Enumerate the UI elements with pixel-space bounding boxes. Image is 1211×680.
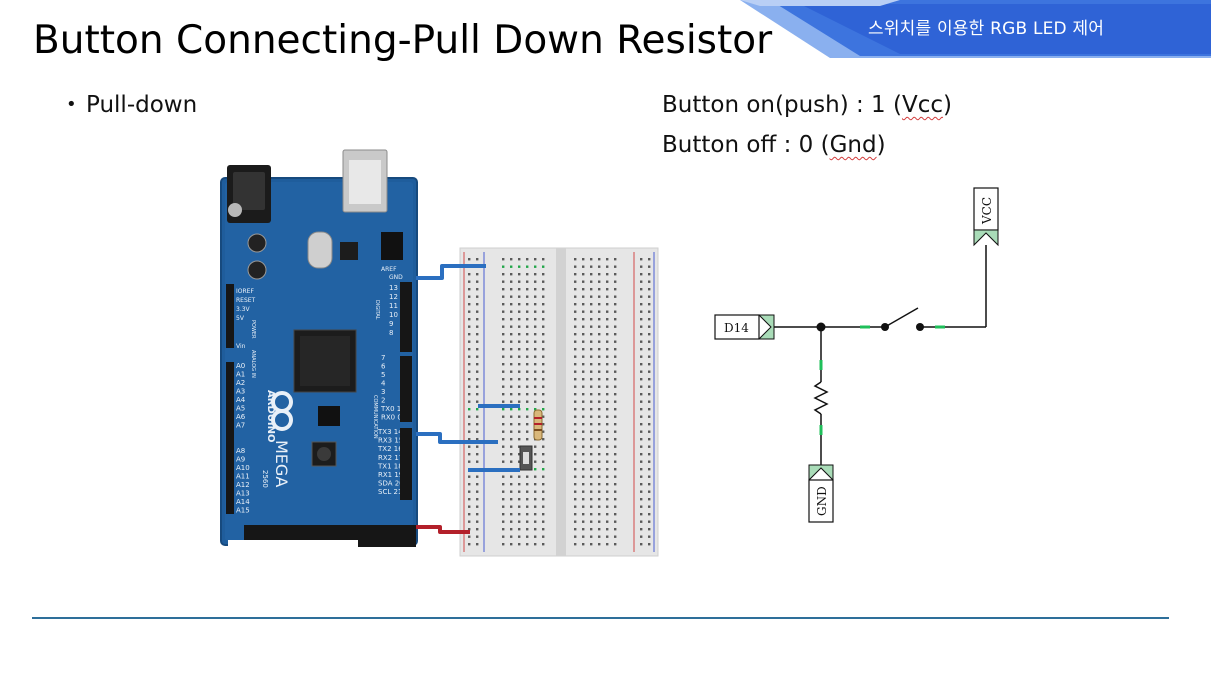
pin-label: RX2 17 bbox=[378, 454, 403, 462]
resistor-symbol bbox=[813, 381, 829, 415]
arduino-mega-board: ARDUINO MEGA 2560 AREF GND IOREF RESET 3… bbox=[220, 149, 418, 556]
pin-label: A0 bbox=[236, 362, 245, 370]
bullet-dot-icon: • bbox=[66, 94, 77, 115]
banner-subtitle: 스위치를 이용한 RGB LED 제어 bbox=[868, 19, 1105, 39]
footer-divider bbox=[32, 617, 1169, 619]
pin-label: A12 bbox=[236, 481, 250, 489]
pin-label: A4 bbox=[236, 396, 246, 404]
pin-label: 5 bbox=[381, 371, 385, 379]
pin-label: A13 bbox=[236, 490, 250, 498]
pin-label: A9 bbox=[236, 456, 245, 464]
button-on-close: ) bbox=[943, 92, 952, 118]
pin-label: A14 bbox=[236, 498, 250, 506]
pin-label: 13 bbox=[389, 284, 398, 292]
breadboard bbox=[459, 247, 659, 557]
button-off-close: ) bbox=[876, 132, 886, 158]
pin-label: 3 bbox=[381, 388, 385, 396]
switch-symbol bbox=[884, 307, 919, 328]
pin-label: A10 bbox=[236, 464, 250, 472]
jumper-wires bbox=[416, 264, 520, 534]
bullet-text: Pull-down bbox=[86, 92, 198, 118]
pin-label: 10 bbox=[389, 311, 398, 319]
pin-label: 12 bbox=[389, 293, 398, 301]
vcc-connector bbox=[973, 187, 999, 231]
pin-label: 4 bbox=[381, 380, 386, 388]
analog-in-label: ANALOG IN bbox=[250, 350, 256, 378]
button-on-value: Vcc bbox=[901, 92, 944, 118]
button-off-line: Button off : 0 (Gnd) bbox=[662, 132, 886, 158]
digital-label: DIGITAL bbox=[374, 300, 380, 320]
pin-label: A2 bbox=[236, 379, 245, 387]
vcc-label: VCC bbox=[980, 197, 994, 225]
pin-label: TX3 14 bbox=[377, 428, 403, 436]
communication-label: COMMUNICATION bbox=[372, 395, 378, 439]
header-banner bbox=[740, 0, 1211, 58]
v5-label: 5V bbox=[236, 315, 245, 322]
board-model-label: MEGA bbox=[272, 440, 291, 487]
pin-label: 2 bbox=[381, 397, 385, 405]
pin-label: RX0 0 bbox=[381, 414, 402, 422]
board-brand-label: ARDUINO bbox=[265, 390, 276, 442]
v33-label: 3.3V bbox=[236, 306, 251, 313]
pin-label: A7 bbox=[236, 422, 245, 430]
pin-label: TX1 18 bbox=[377, 462, 403, 470]
button-off-prefix: Button off : 0 ( bbox=[662, 132, 830, 158]
page-title: Button Connecting-Pull Down Resistor bbox=[33, 18, 773, 63]
gnd-connector bbox=[808, 479, 834, 523]
gnd-label: GND bbox=[389, 274, 403, 281]
pin-label: TX2 16 bbox=[377, 445, 403, 453]
pin-label: 6 bbox=[381, 363, 386, 371]
pin-label: A5 bbox=[236, 405, 245, 413]
arduino-logo-icon bbox=[271, 391, 293, 431]
reset-label: RESET bbox=[236, 297, 256, 304]
pin-label: RX3 15 bbox=[378, 437, 403, 445]
aref-label: AREF bbox=[381, 266, 397, 273]
pin-label: A3 bbox=[236, 388, 245, 396]
pin-label: 7 bbox=[381, 354, 385, 362]
d14-label: D14 bbox=[724, 321, 749, 335]
pin-label: 9 bbox=[389, 320, 393, 328]
pin-label: 11 bbox=[389, 302, 398, 310]
schematic-diagram: VCC D14 GND bbox=[714, 187, 999, 523]
pin-label: TX0 1 bbox=[380, 405, 401, 413]
board-model-number: 2560 bbox=[261, 470, 269, 488]
button-on-line: Button on(push) : 1 (Vcc) bbox=[662, 92, 952, 118]
pin-label: SCL 21 bbox=[378, 488, 402, 496]
pin-label: RX1 19 bbox=[378, 471, 403, 479]
button-on-prefix: Button on(push) : 1 ( bbox=[662, 92, 902, 118]
bullet-item: • Pull-down bbox=[66, 92, 197, 118]
d14-connector bbox=[714, 314, 760, 340]
gnd-label: GND bbox=[815, 486, 829, 516]
pin-label: A15 bbox=[236, 507, 250, 515]
pin-label: A11 bbox=[236, 473, 250, 481]
pin-label: A6 bbox=[236, 413, 246, 421]
ioref-label: IOREF bbox=[236, 288, 254, 295]
pin-label: A8 bbox=[236, 447, 245, 455]
pin-label: 8 bbox=[389, 329, 393, 337]
pin-label: A1 bbox=[236, 371, 245, 379]
pin-label: SDA 20 bbox=[378, 480, 404, 488]
power-label: POWER bbox=[250, 320, 256, 339]
vin-label: Vin bbox=[236, 343, 246, 350]
button-off-value: Gnd bbox=[829, 132, 877, 158]
